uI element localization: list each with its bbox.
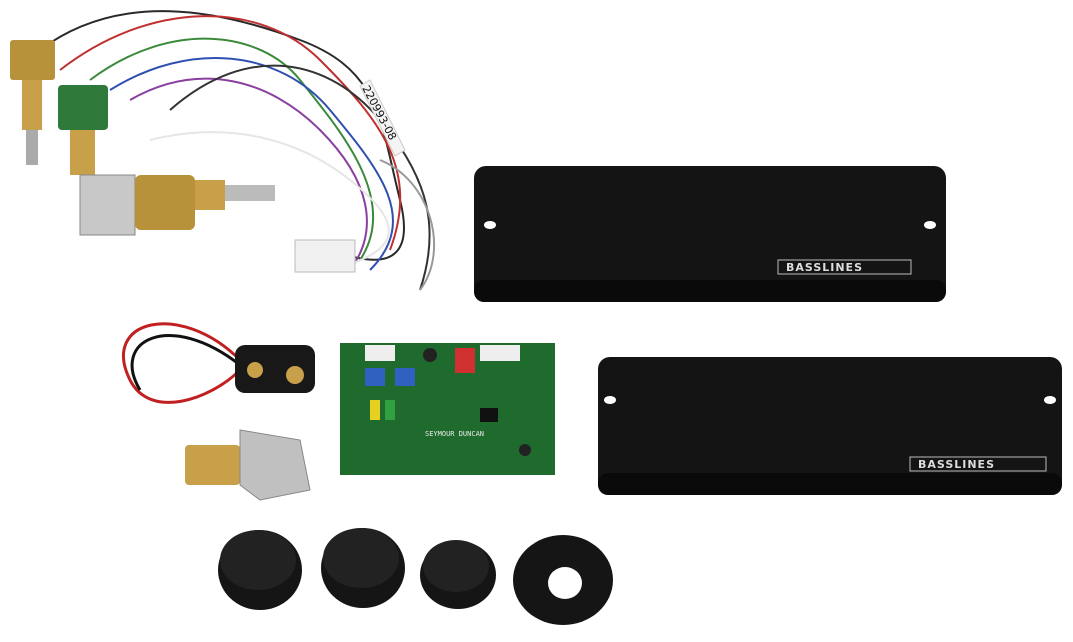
- battery-clip: [122, 322, 315, 404]
- preamp-circuit-board: SEYMOUR DUNCAN: [340, 343, 555, 475]
- pcb-text: SEYMOUR DUNCAN: [425, 430, 484, 438]
- knobs: [218, 528, 613, 625]
- wire-label-text: 220993-08: [359, 83, 399, 142]
- wiring-harness: [39, 10, 435, 291]
- wire-label: 220993-08: [359, 79, 406, 157]
- pickup-logo: BASSLINES: [918, 458, 995, 471]
- pickup-top: BASSLINES: [474, 166, 946, 302]
- pickup-bottom: BASSLINES: [598, 357, 1062, 495]
- connector: [294, 239, 356, 273]
- output-jack: [185, 429, 311, 501]
- pickup-logo: BASSLINES: [786, 261, 863, 274]
- potentiometers: [10, 40, 275, 236]
